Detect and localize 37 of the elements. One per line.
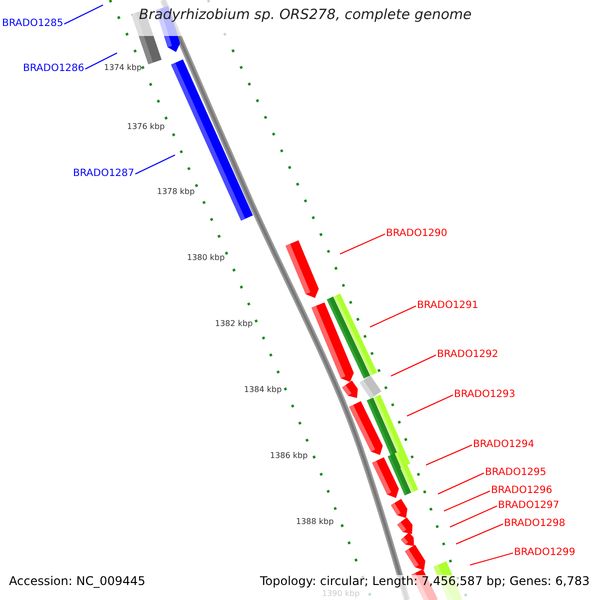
leader-line (134, 154, 176, 174)
scale-label: 1382 kbp (215, 320, 253, 328)
scale-label: 1374 kbp (104, 64, 142, 72)
leader-line (390, 354, 436, 376)
gene-label: BRADO1295 (485, 467, 546, 479)
leader-line (340, 234, 386, 254)
scale-label: 1386 kbp (270, 452, 308, 460)
leader-line (470, 552, 514, 566)
footer-text: Accession: NC_009445 (9, 575, 146, 588)
leader-line (450, 506, 498, 528)
gene-label: BRADO1297 (498, 500, 560, 512)
diagram-title: Bradyrhizobium sp. ORS278, complete genome (139, 8, 472, 23)
scale-label: 1388 kbp (296, 518, 334, 526)
gene-label: BRADO1293 (454, 389, 516, 401)
scale-label: 1376 kbp (127, 123, 165, 132)
gene-label: BRADO1290 (386, 228, 448, 240)
gene-label: BRADO1299 (514, 547, 576, 559)
leader-line (64, 4, 104, 24)
gene-label: BRADO1294 (473, 439, 534, 451)
leader-line (426, 444, 472, 466)
scale-label: 1378 kbp (157, 188, 195, 196)
leader-line (456, 524, 504, 544)
scale-label: 1380 kbp (187, 254, 225, 262)
gene-label: BRADO1287 (73, 168, 134, 180)
gene-label: BRADO1285 (2, 18, 64, 30)
leader-line (370, 306, 416, 328)
footer-text: Topology: circular; Length: 7,456,587 bp; Genes: 6,783 (260, 575, 590, 588)
gene-label: BRADO1298 (504, 518, 566, 530)
leader-line (406, 394, 454, 416)
leader-line (438, 472, 484, 494)
leader-line (444, 490, 490, 512)
gene-label: BRADO1292 (437, 349, 498, 361)
gene-label: BRADO1296 (491, 485, 552, 497)
gene-label: BRADO1291 (417, 300, 478, 312)
leader-line (84, 52, 118, 70)
scale-label: 1384 kbp (244, 386, 282, 394)
gene-label: BRADO1286 (23, 63, 84, 75)
